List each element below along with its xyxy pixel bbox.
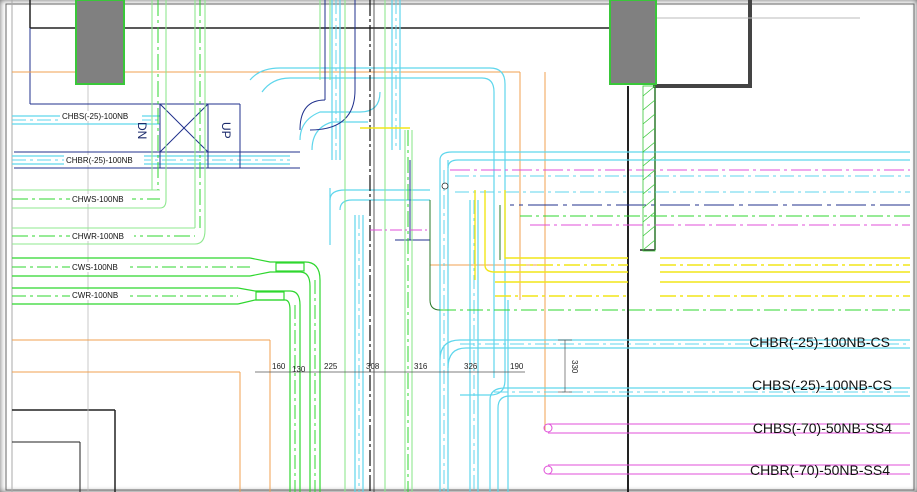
pipe-label: CWS-100NB: [72, 263, 118, 272]
wall-outlines: [5, 0, 915, 492]
pipe-label: CHBR(-25)-100NB: [66, 156, 133, 165]
duct-lines: [14, 0, 910, 492]
left-pipe-labels: CHBS(-25)-100NB CHBR(-25)-100NB CHWS-100…: [60, 111, 144, 300]
valve-icon: [441, 182, 449, 190]
dimension-value: 160: [272, 362, 286, 371]
pipe-label: CWR-100NB: [72, 291, 118, 300]
green-condenser-lines: [12, 257, 321, 492]
up-flow-mark: UP: [219, 122, 233, 139]
pipe-label: CHWR-100NB: [72, 232, 124, 241]
dimension-value: 316: [414, 362, 428, 371]
pipe-label: CHBS(-25)-100NB-CS: [752, 377, 892, 393]
pipe-label: CHBR(-70)-50NB-SS4: [750, 462, 890, 478]
cyan-centerlines: [12, 0, 910, 492]
yellow-lines: [360, 127, 910, 297]
dimension-value: 190: [510, 362, 524, 371]
light-green-lines: [12, 0, 413, 492]
dimension-values: 160 130 225 308 316 326 190 330: [272, 360, 579, 374]
dimension-line: [255, 339, 572, 393]
pipe-label: CHBS(-70)-50NB-SS4: [753, 420, 892, 436]
hatched-wall: [642, 85, 656, 252]
structural-columns: [75, 0, 657, 85]
pipe-label: CHBS(-25)-100NB: [62, 112, 128, 121]
dimension-value: 308: [366, 362, 380, 371]
down-flow-mark: DN: [135, 122, 149, 139]
cyan-risers: [12, 0, 910, 492]
dimension-value: 225: [324, 362, 338, 371]
dark-green-lines: [429, 200, 501, 311]
pipe-label: CHBR(-25)-100NB-CS: [749, 334, 890, 350]
green-dash-lines: [12, 0, 910, 492]
right-pipe-labels: CHBR(-25)-100NB-CS CHBS(-25)-100NB-CS CH…: [749, 334, 892, 478]
magenta-lines: [370, 169, 910, 475]
dimension-value: 326: [464, 362, 478, 371]
vertical-dimension-value: 330: [570, 360, 579, 374]
dimension-value: 130: [292, 365, 306, 374]
orange-lines: [12, 71, 546, 492]
pipe-label: CHWS-100NB: [72, 195, 124, 204]
